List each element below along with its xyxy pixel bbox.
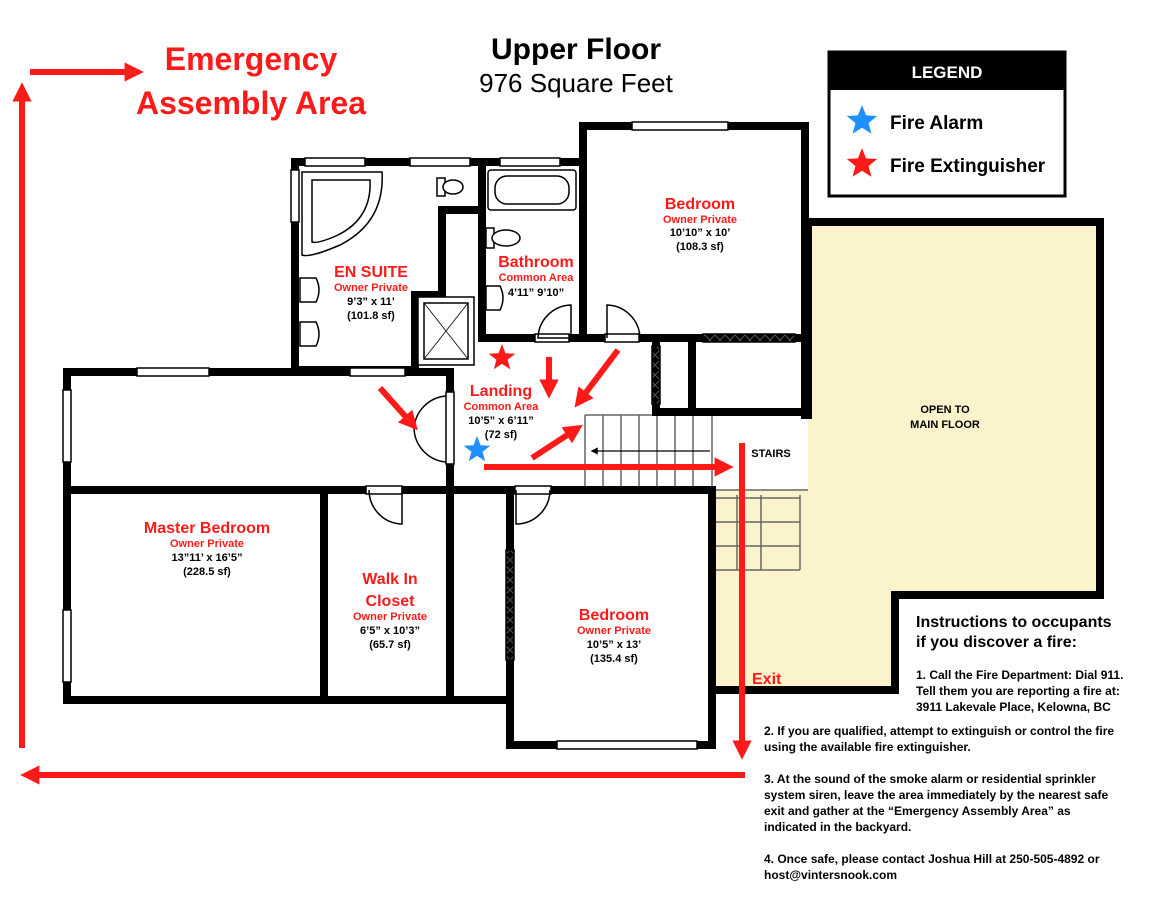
svg-text:Walk In: Walk In <box>362 571 417 588</box>
step1-line3: 3911 Lakevale Place, Kelowna, BC <box>916 700 1111 714</box>
instruction-step-2: 2. If you are qualified, attempt to exti… <box>764 723 1114 755</box>
legend-title: LEGEND <box>912 63 983 82</box>
label-bedroom-bottom: Bedroom Owner Private 10’5” x 13’ (135.4… <box>577 607 651 665</box>
page-title: Upper Floor <box>491 33 661 66</box>
label-master-bedroom: Master Bedroom Owner Private 13”11’ x 16… <box>144 520 270 578</box>
svg-text:(72 sf): (72 sf) <box>485 429 518 441</box>
doors <box>365 304 641 525</box>
svg-text:EN SUITE: EN SUITE <box>334 264 408 281</box>
fire-alarm-star-icon <box>463 436 491 462</box>
step3-line3: exit and gather at the “Emergency Assemb… <box>764 804 1071 818</box>
instruction-step-3: 3. At the sound of the smoke alarm or re… <box>764 771 1108 835</box>
step2-line2: using the available fire extinguisher. <box>764 740 971 754</box>
svg-text:Bedroom: Bedroom <box>579 607 649 624</box>
instructions-title: Instructions to occupants if you discove… <box>916 613 1112 653</box>
label-en-suite: EN SUITE Owner Private 9’3” x 11’ (101.8… <box>334 264 408 322</box>
assembly-area-line2: Assembly Area <box>136 85 366 121</box>
svg-text:(65.7 sf): (65.7 sf) <box>369 639 411 651</box>
page-subtitle: 976 Square Feet <box>479 68 673 98</box>
fixtures <box>299 169 577 366</box>
legend-red-star-icon <box>846 148 878 177</box>
svg-text:Common Area: Common Area <box>499 272 575 284</box>
instructions-title-line1: Instructions to occupants <box>916 614 1112 631</box>
svg-text:10’10” x 10’: 10’10” x 10’ <box>670 227 731 239</box>
svg-text:10’5” x 13’: 10’5” x 13’ <box>587 639 641 651</box>
svg-text:Owner Private: Owner Private <box>334 282 408 294</box>
open-label-1: OPEN TO <box>920 404 970 416</box>
legend: LEGEND Fire Alarm Fire Extinguisher <box>827 50 1067 198</box>
label-bedroom-top: Bedroom Owner Private 10’10” x 10’ (108.… <box>663 196 737 253</box>
open-label-2: MAIN FLOOR <box>910 419 980 431</box>
evacuation-arrows <box>12 62 752 785</box>
step3-line1: 3. At the sound of the smoke alarm or re… <box>764 772 1096 786</box>
svg-text:(228.5 sf): (228.5 sf) <box>183 566 231 578</box>
legend-item-fire-extinguisher: Fire Extinguisher <box>890 156 1046 177</box>
step1-line2: Tell them you are reporting a fire at: <box>916 684 1120 698</box>
svg-text:13”11’ x 16’5”: 13”11’ x 16’5” <box>172 552 243 564</box>
svg-text:4’11” 9’10”: 4’11” 9’10” <box>508 287 564 299</box>
legend-blue-star-icon <box>846 105 878 134</box>
instructions-title-line2: if you discover a fire: <box>916 634 1077 651</box>
label-walk-in-closet: Walk In Closet Owner Private 6’5” x 10’3… <box>353 571 427 651</box>
stairs-label: STAIRS <box>751 448 791 460</box>
stair-treads <box>584 414 808 571</box>
step3-line4: indicated in the backyard. <box>764 820 912 834</box>
instruction-step-4: 4. Once safe, please contact Joshua Hill… <box>764 851 1100 883</box>
instruction-step-1: 1. Call the Fire Department: Dial 911. T… <box>916 667 1123 715</box>
fire-extinguisher-star-icon <box>488 344 516 370</box>
step3-line2: system siren, leave the area immediately… <box>764 788 1109 802</box>
svg-text:Owner Private: Owner Private <box>170 538 244 550</box>
svg-text:Common Area: Common Area <box>464 401 540 413</box>
svg-text:6’5” x 10’3”: 6’5” x 10’3” <box>360 625 420 637</box>
label-bathroom: Bathroom Common Area 4’11” 9’10” <box>498 254 574 299</box>
step1-line1: 1. Call the Fire Department: Dial 911. <box>916 668 1124 682</box>
svg-text:(135.4 sf): (135.4 sf) <box>590 653 638 665</box>
exit-label: Exit <box>752 671 782 688</box>
svg-text:Master Bedroom: Master Bedroom <box>144 520 270 537</box>
svg-text:Owner Private: Owner Private <box>577 625 651 637</box>
svg-text:Bedroom: Bedroom <box>665 196 735 213</box>
svg-text:Owner Private: Owner Private <box>663 214 737 226</box>
svg-text:9’3” x 11’: 9’3” x 11’ <box>347 296 395 308</box>
svg-text:Closet: Closet <box>366 593 416 610</box>
svg-text:10’5” x 6’11”: 10’5” x 6’11” <box>468 415 533 427</box>
svg-text:(101.8 sf): (101.8 sf) <box>347 310 395 322</box>
legend-item-fire-alarm: Fire Alarm <box>890 113 983 134</box>
step4-line1: 4. Once safe, please contact Joshua Hill… <box>764 852 1100 866</box>
stairs-area <box>580 415 808 490</box>
windows <box>62 121 796 750</box>
assembly-area-line1: Emergency <box>165 41 338 77</box>
label-landing: Landing Common Area 10’5” x 6’11” (72 sf… <box>464 383 540 441</box>
step4-line2: host@vintersnook.com <box>764 868 898 882</box>
svg-text:Bathroom: Bathroom <box>498 254 574 271</box>
svg-text:Landing: Landing <box>470 383 532 400</box>
svg-text:(108.3 sf): (108.3 sf) <box>676 241 724 253</box>
step2-line1: 2. If you are qualified, attempt to exti… <box>764 724 1115 738</box>
svg-text:Owner Private: Owner Private <box>353 611 427 623</box>
